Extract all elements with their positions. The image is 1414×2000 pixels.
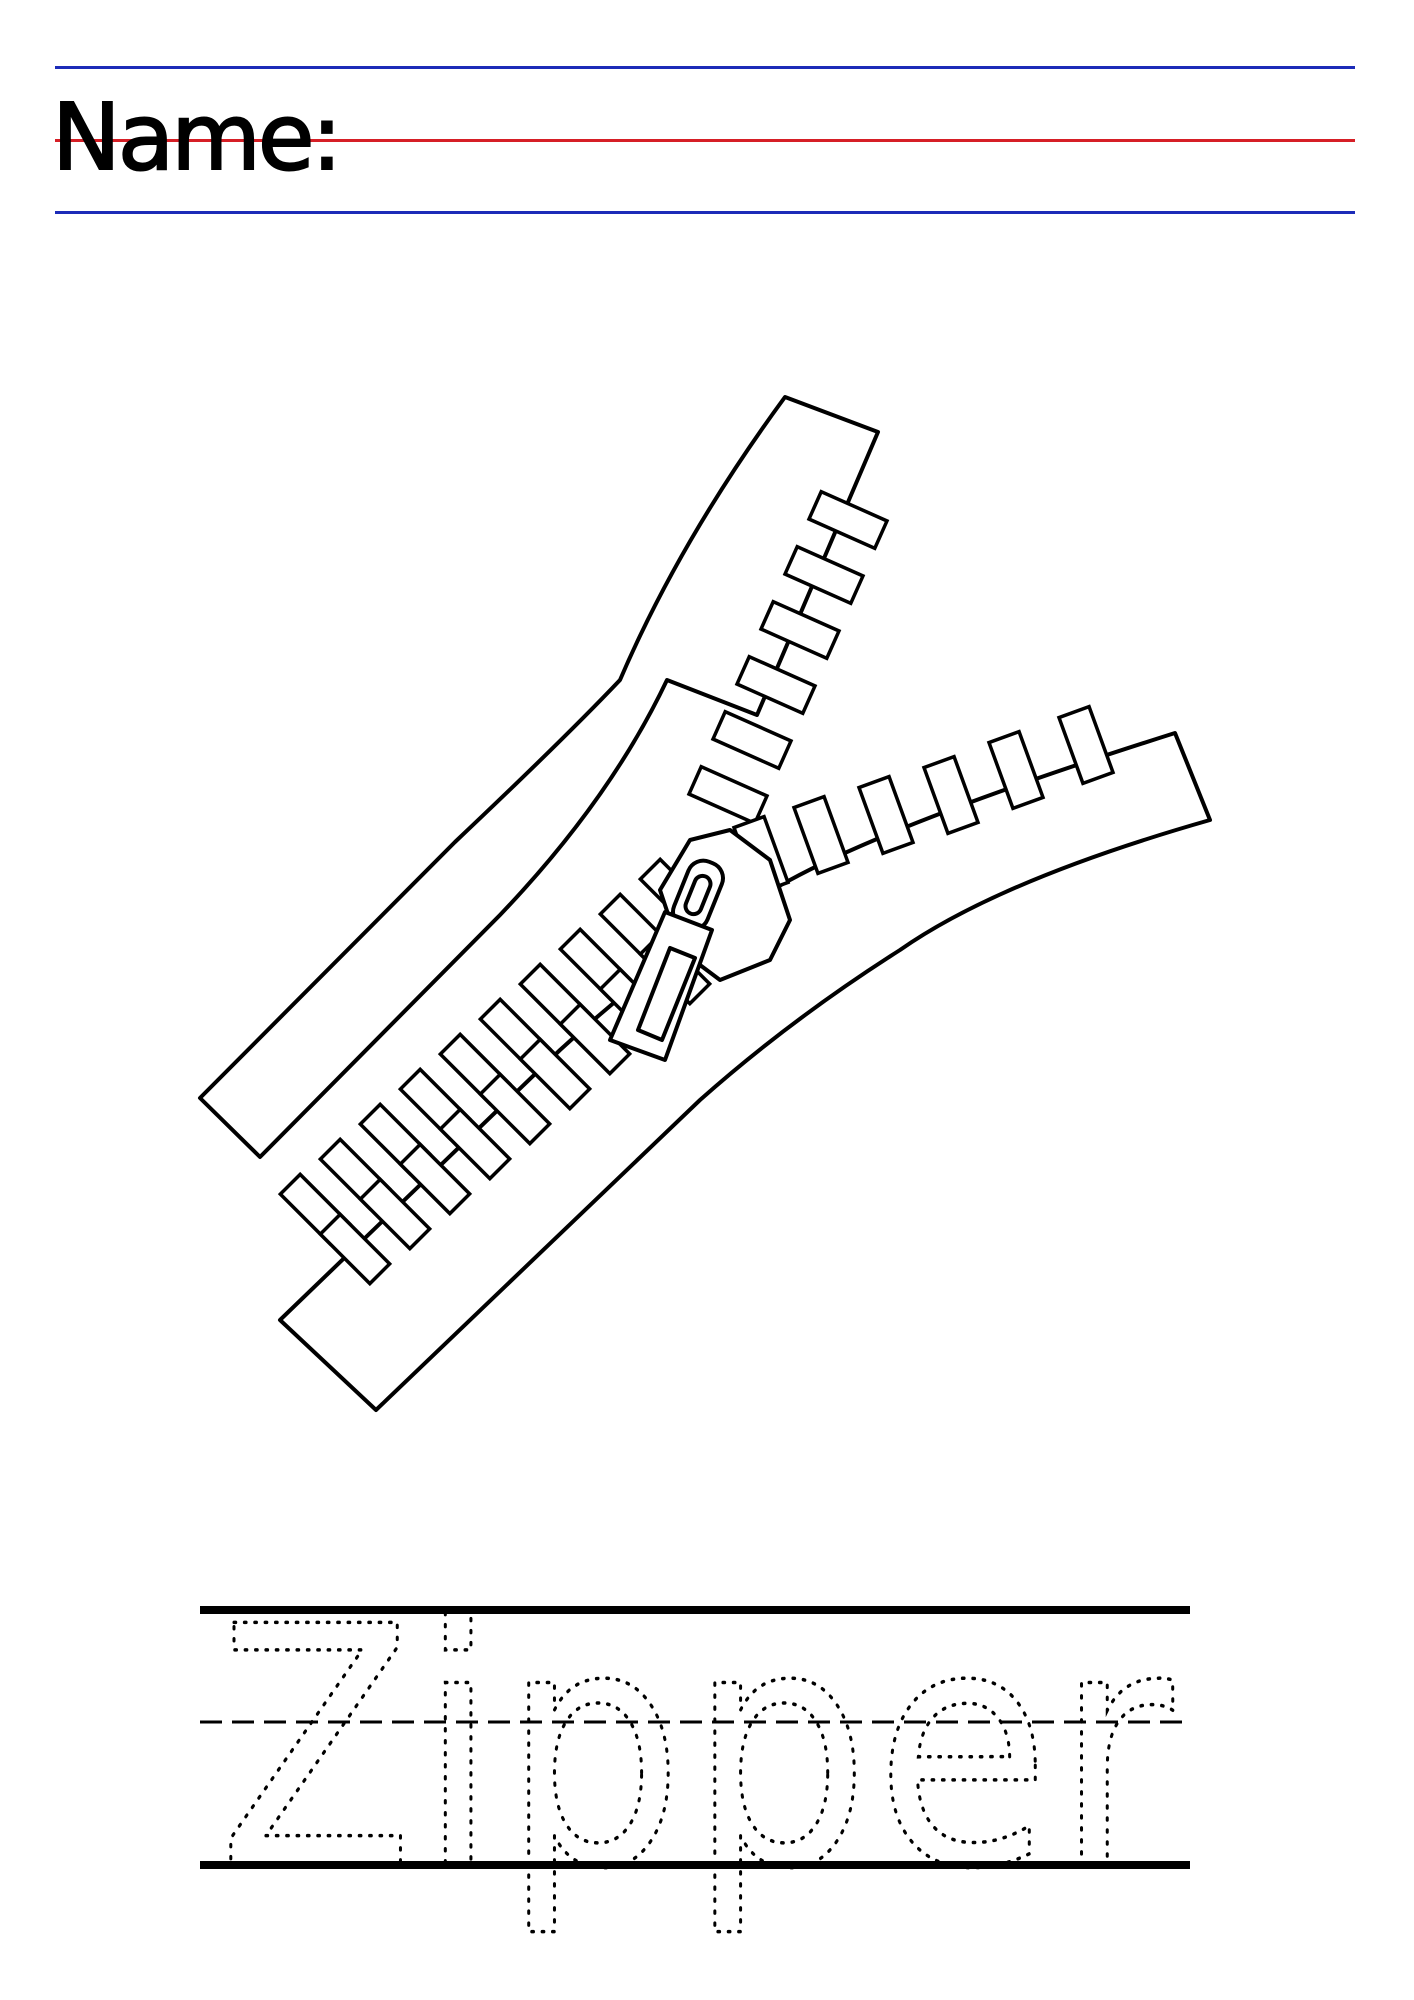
zipper-tooth xyxy=(357,1176,433,1252)
zipper-tooth xyxy=(686,764,770,826)
zipper-tooth xyxy=(986,729,1046,811)
zipper-icon xyxy=(198,395,1212,1412)
zipper-tooth xyxy=(437,1106,513,1182)
tracing-guides: Zipper xyxy=(200,1555,1190,1943)
zipper-tooth xyxy=(758,599,842,661)
tracing-area: Zipper xyxy=(0,1555,1414,1980)
zipper-tooth xyxy=(921,754,981,836)
name-mid-guide-line xyxy=(55,139,1355,142)
zipper-tooth xyxy=(791,794,851,876)
name-label: Name: xyxy=(51,84,343,191)
trace-word: Zipper xyxy=(218,1560,1178,1941)
zipper-tooth xyxy=(806,489,890,551)
zipper-tooth xyxy=(710,709,794,771)
zipper-tape-left xyxy=(198,395,880,1159)
zipper-tooth xyxy=(734,654,818,716)
name-base-guide-line xyxy=(55,211,1355,214)
zipper-tooth xyxy=(397,1141,473,1217)
name-top-guide-line xyxy=(55,66,1355,69)
zipper-tooth xyxy=(557,1001,633,1077)
zipper-pull-hole xyxy=(683,873,713,917)
zipper-tooth xyxy=(477,1071,553,1147)
zipper-tooth xyxy=(1056,704,1116,786)
zipper-pull-tab-inset xyxy=(636,946,697,1042)
zipper-tooth xyxy=(517,1036,593,1112)
zipper-tooth xyxy=(317,1211,393,1287)
zipper-tooth xyxy=(782,544,866,606)
zipper-tooth xyxy=(856,774,916,856)
